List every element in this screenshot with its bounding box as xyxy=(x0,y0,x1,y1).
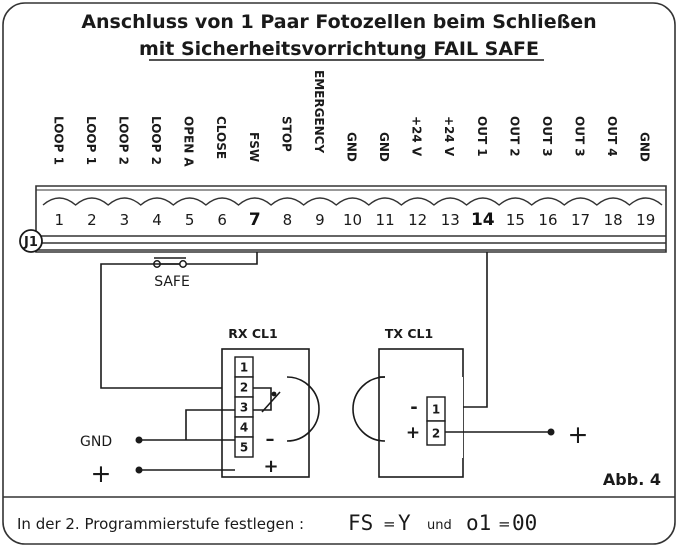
device-terminal-number: 4 xyxy=(240,421,248,435)
terminal-number: 13 xyxy=(441,211,460,229)
terminal-label: OPEN A xyxy=(182,116,196,167)
terminal-block-frame xyxy=(35,185,667,253)
terminal-number: 6 xyxy=(217,211,227,229)
terminal-label: LOOP 2 xyxy=(149,116,163,165)
rx-title: RX CL1 xyxy=(228,326,277,341)
terminal-number: 16 xyxy=(538,211,557,229)
device-terminal-number: 2 xyxy=(240,381,248,395)
terminal-number: 4 xyxy=(152,211,162,229)
terminal-number: 18 xyxy=(604,211,623,229)
figure-label: Abb. 4 xyxy=(603,470,661,489)
terminal-label: OUT 3 xyxy=(573,116,587,157)
device-terminal-box xyxy=(234,436,254,458)
terminal-number: 14 xyxy=(471,210,495,230)
footer-und: und xyxy=(427,518,452,533)
rx-bridge-dot xyxy=(271,391,277,397)
rx-minus-sign: – xyxy=(266,429,275,450)
footer-param-fs: FS xyxy=(348,511,373,535)
tx-terminals: 12 xyxy=(426,396,446,446)
fsw-wire xyxy=(160,252,258,265)
terminal-label: CLOSE xyxy=(214,116,228,159)
terminal-number: 12 xyxy=(408,211,427,229)
rx-lens xyxy=(286,376,320,442)
tx-plus-sign: + xyxy=(406,423,420,443)
gnd-label: GND xyxy=(80,434,112,450)
rx-relay-contact xyxy=(261,391,281,413)
terminal-label: LOOP 1 xyxy=(84,116,98,165)
terminal-number: 2 xyxy=(87,211,97,229)
terminal-label: OUT 2 xyxy=(507,116,521,157)
j1-label: J1 xyxy=(23,235,38,250)
plus-symbol-left: + xyxy=(91,459,112,488)
footer-eq-2: = xyxy=(498,515,511,533)
terminal-label: FSW xyxy=(247,132,261,162)
terminal-number: 7 xyxy=(249,210,261,230)
terminal-number: 10 xyxy=(343,211,362,229)
terminal-label: OUT 3 xyxy=(540,116,554,157)
terminal-number: 19 xyxy=(636,211,655,229)
rx-bridge-top xyxy=(253,387,272,398)
safe-to-rx-wire xyxy=(100,263,235,389)
terminal-label: LOOP 1 xyxy=(51,116,65,165)
title-line-2: mit Sicherheitsvorrichtung FAIL SAFE xyxy=(139,38,539,60)
device-terminal-number: 2 xyxy=(432,427,440,441)
terminal-number: 1 xyxy=(55,211,65,229)
terminal-label: OUT 1 xyxy=(475,116,489,157)
terminal-number: 5 xyxy=(185,211,195,229)
device-terminal-number: 5 xyxy=(240,441,248,455)
footer-value-00: 00 xyxy=(512,511,537,535)
rx-pin3-wire xyxy=(185,409,235,440)
title-line-1: Anschluss von 1 Paar Fotozellen beim Sch… xyxy=(81,11,596,33)
terminal-number: 3 xyxy=(120,211,130,229)
terminal-number: 9 xyxy=(315,211,325,229)
device-terminal-number: 3 xyxy=(240,401,248,415)
safe-label: SAFE xyxy=(154,274,190,290)
terminal-label: LOOP 2 xyxy=(116,116,130,165)
rx-plus-sign: + xyxy=(263,456,278,477)
plus-symbol-right: + xyxy=(568,420,589,449)
device-terminal-number: 1 xyxy=(240,361,248,375)
tx-lens xyxy=(352,376,386,442)
rx-terminals: 1 2 3 4 5 xyxy=(234,356,254,458)
terminal-label: STOP xyxy=(279,116,293,152)
footer-text: In der 2. Programmierstufe festlegen : xyxy=(17,515,304,533)
terminal-label: +24 V xyxy=(410,116,424,157)
terminal-label: OUT 4 xyxy=(605,116,619,157)
tx-minus-sign: - xyxy=(410,397,417,418)
terminal-number: 11 xyxy=(376,211,395,229)
plus-node xyxy=(135,466,143,474)
safe-contact-left xyxy=(179,260,187,268)
footer-value-y: Y xyxy=(398,511,411,535)
terminal-label: +24 V xyxy=(442,116,456,157)
terminal-number: 17 xyxy=(571,211,590,229)
device-terminal-number: 1 xyxy=(432,403,440,417)
j1-marker xyxy=(19,229,43,253)
terminal-number: 8 xyxy=(283,211,293,229)
gnd-node xyxy=(135,436,143,444)
terminal-label: EMERGENCY xyxy=(312,70,326,153)
tx-plus-node xyxy=(547,428,555,436)
terminal-label: GND xyxy=(638,132,652,162)
terminal-labels: LOOP 1 LOOP 1 LOOP 2 LOOP 2 OPEN A CLOSE FSW ST… xyxy=(51,70,651,167)
tx-title: TX CL1 xyxy=(385,326,433,341)
footer-param-o1: o1 xyxy=(466,511,491,535)
terminal-label: GND xyxy=(377,132,391,162)
terminal-number: 15 xyxy=(506,211,525,229)
device-terminal-box xyxy=(426,420,446,446)
terminal-label: GND xyxy=(345,132,359,162)
terminal-scallops xyxy=(42,197,663,206)
footer-eq-1: = xyxy=(383,515,396,533)
